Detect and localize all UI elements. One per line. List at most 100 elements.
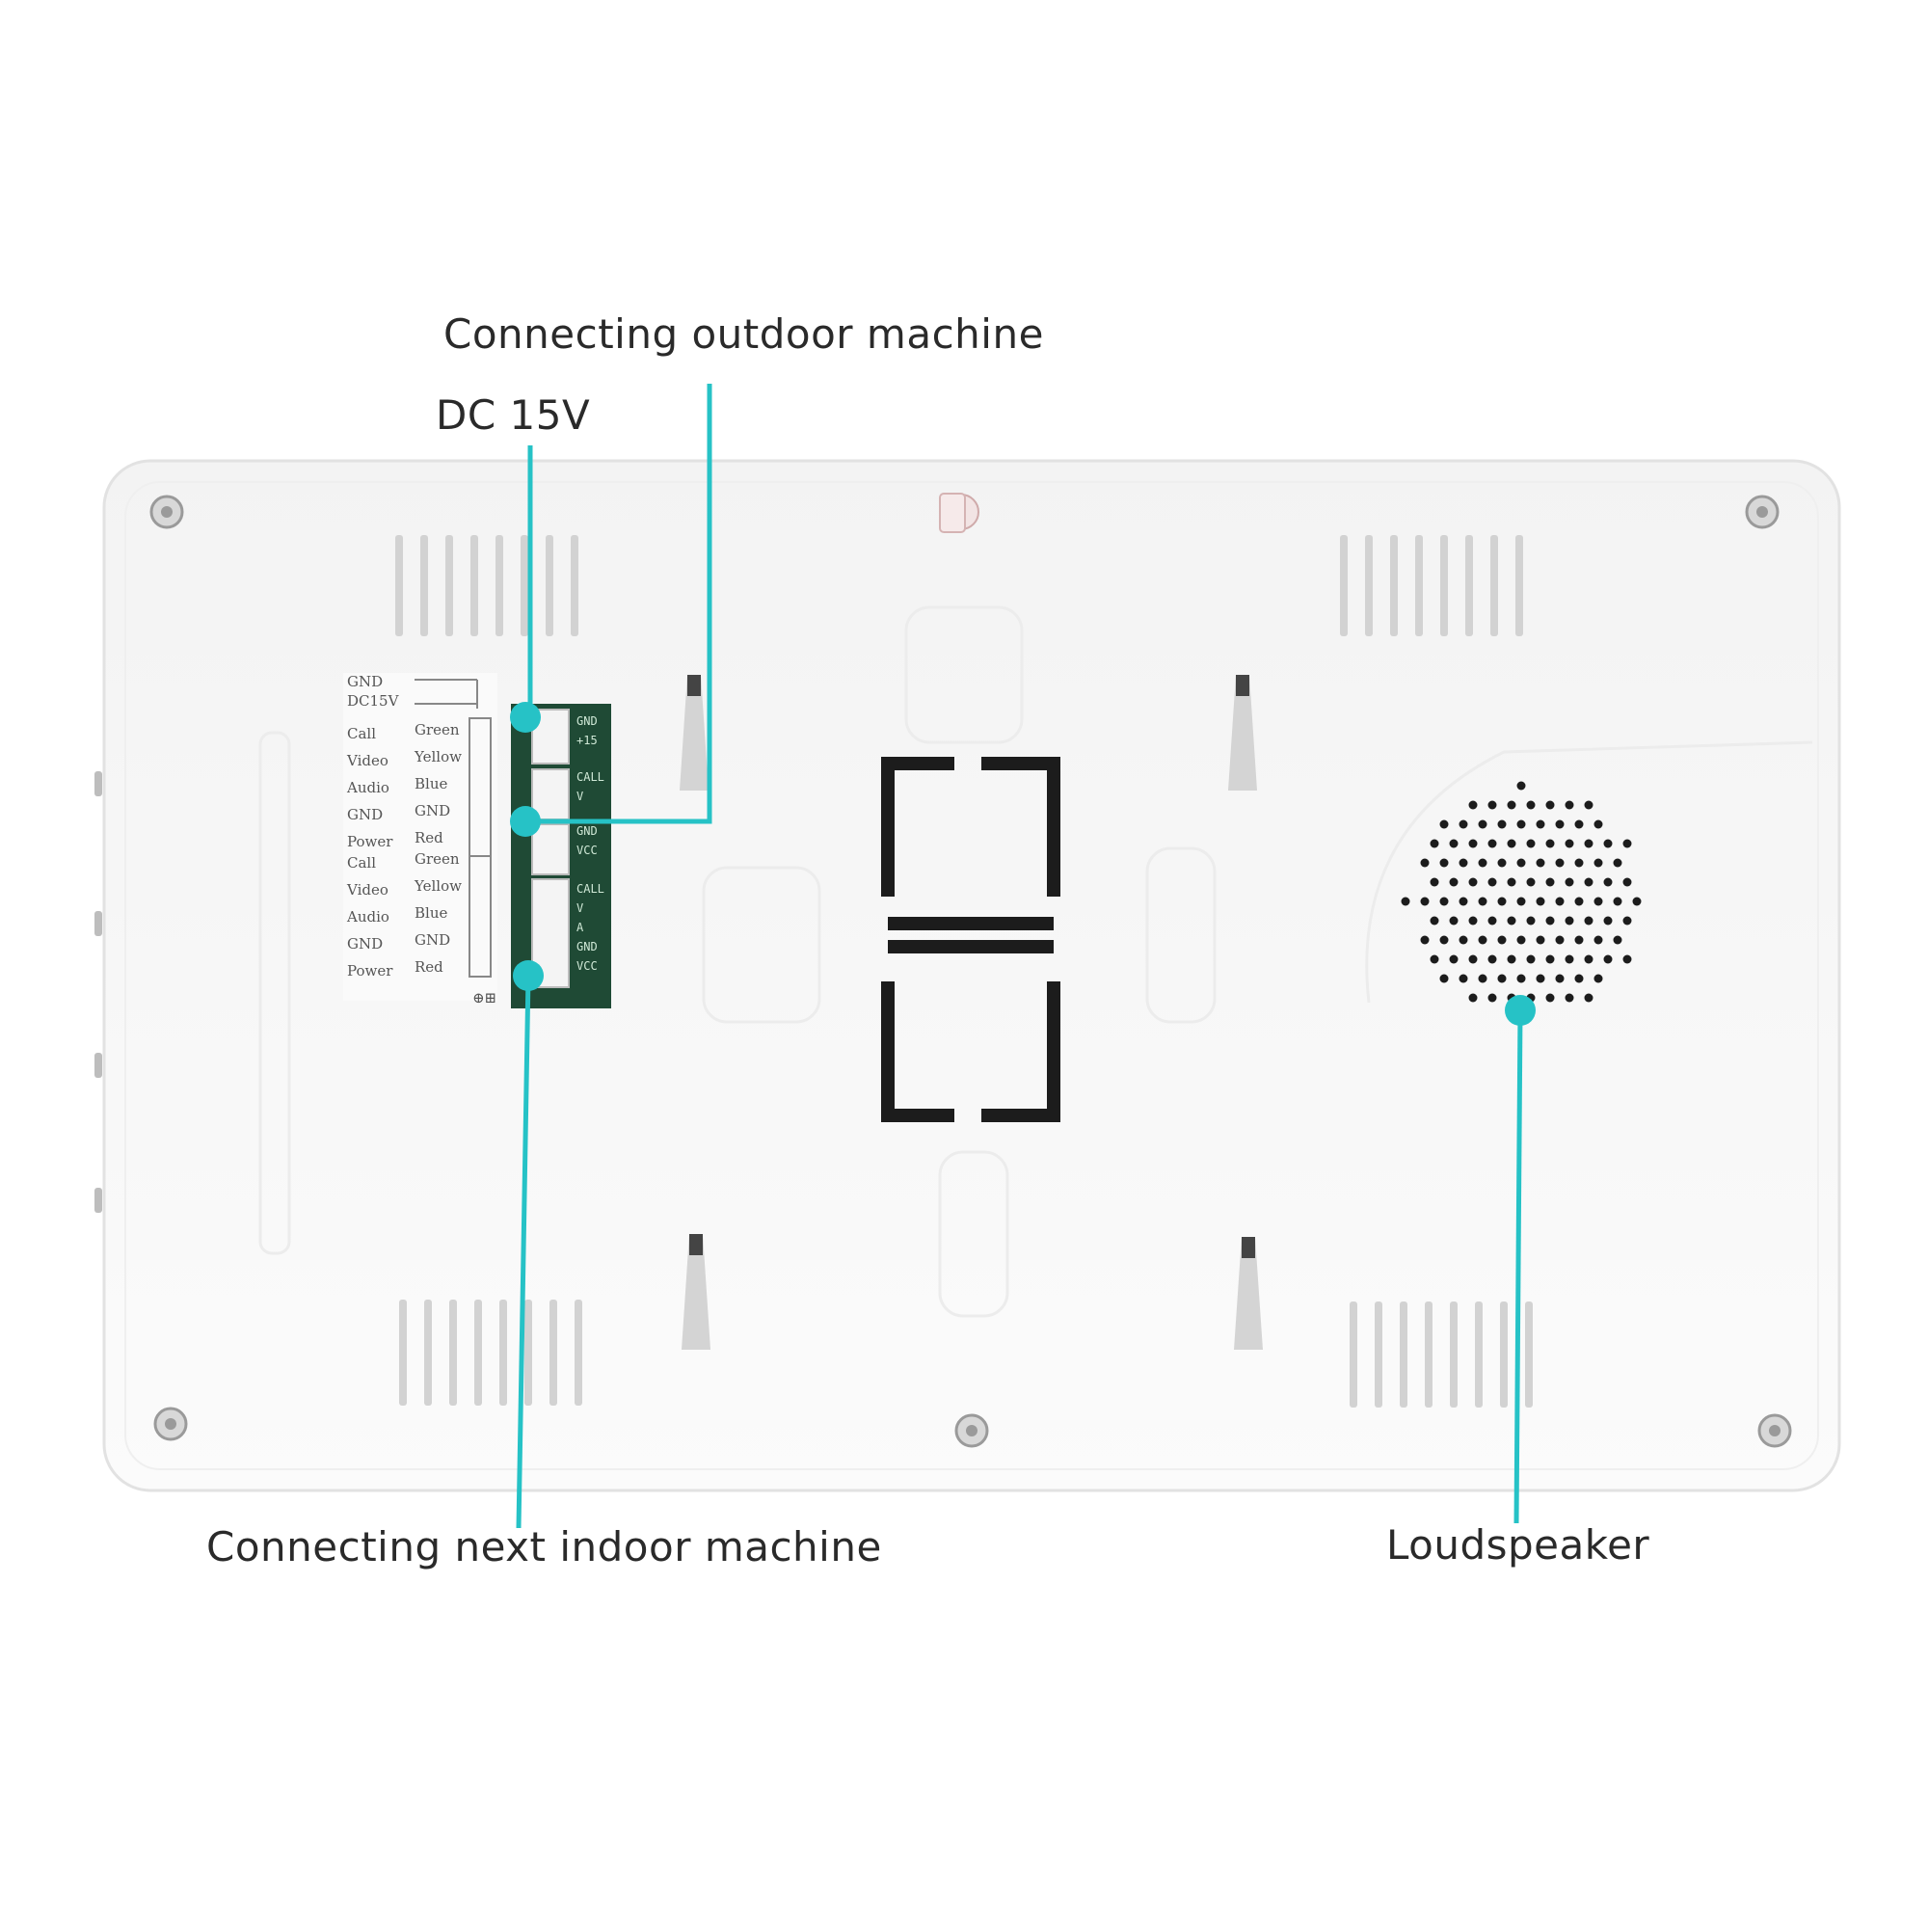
wiring-label-color: GND <box>415 931 450 949</box>
speaker-hole <box>1556 936 1565 945</box>
wiring-label-color: Yellow <box>414 748 462 765</box>
wiring-label-signal: Audio <box>346 779 389 796</box>
pcb-label: VCC <box>576 959 598 973</box>
speaker-hole <box>1575 859 1584 868</box>
speaker-hole <box>1517 820 1526 829</box>
pcb-label: CALL <box>576 770 604 784</box>
speaker-hole <box>1479 975 1487 983</box>
wiring-label-top: DC15V <box>347 692 400 710</box>
speaker-hole <box>1440 820 1449 829</box>
speaker-hole <box>1469 840 1478 848</box>
speaker-hole <box>1546 917 1555 926</box>
wiring-label-signal: GND <box>347 935 383 953</box>
speaker-hole <box>1508 801 1516 810</box>
speaker-hole <box>1431 917 1439 926</box>
speaker-hole <box>1537 859 1545 868</box>
wiring-label-color: Red <box>415 958 443 976</box>
speaker-hole <box>1566 955 1574 964</box>
speaker-hole <box>1585 840 1593 848</box>
speaker-hole <box>1431 840 1439 848</box>
speaker-hole <box>1594 936 1603 945</box>
speaker-hole <box>1498 859 1507 868</box>
speaker-hole <box>1575 898 1584 906</box>
speaker-hole <box>1508 840 1516 848</box>
speaker-hole <box>1508 878 1516 887</box>
wiring-label-signal: Power <box>347 833 393 850</box>
speaker-hole <box>1469 801 1478 810</box>
speaker-hole <box>1594 898 1603 906</box>
speaker-hole <box>1556 820 1565 829</box>
speaker-hole <box>1431 878 1439 887</box>
speaker-hole <box>1440 898 1449 906</box>
pcb-label: GND <box>576 824 598 838</box>
speaker-hole <box>1585 994 1593 1003</box>
speaker-hole <box>1537 975 1545 983</box>
pcb-label: VCC <box>576 844 598 857</box>
speaker-hole <box>1594 820 1603 829</box>
speaker-hole <box>1527 801 1536 810</box>
speaker-hole <box>1546 878 1555 887</box>
pcb-label: CALL <box>576 882 604 896</box>
speaker-hole <box>1459 820 1468 829</box>
speaker-hole <box>1633 898 1642 906</box>
speaker-hole <box>1594 859 1603 868</box>
side-buttons <box>94 771 102 1213</box>
speaker-hole <box>1585 878 1593 887</box>
wiring-label-color: Blue <box>415 775 447 792</box>
wiring-label-top: GND <box>347 673 383 690</box>
speaker-hole <box>1585 955 1593 964</box>
speaker-hole <box>1402 898 1410 906</box>
speaker-hole <box>1517 782 1526 791</box>
speaker-hole <box>1450 955 1459 964</box>
speaker-hole <box>1537 820 1545 829</box>
wiring-label-color: Green <box>415 850 460 868</box>
speaker-hole <box>1604 917 1613 926</box>
wiring-label-signal: Call <box>347 854 376 872</box>
pcb-label: +15 <box>576 734 598 747</box>
wiring-label-color: Blue <box>415 904 447 922</box>
speaker-hole <box>1488 955 1497 964</box>
speaker-hole <box>1614 898 1622 906</box>
pcb-label: GND <box>576 940 598 953</box>
wiring-label-signal: Video <box>346 752 388 769</box>
pcb-label: A <box>576 921 584 934</box>
speaker-hole <box>1546 801 1555 810</box>
speaker-hole <box>1614 936 1622 945</box>
pcb-label: V <box>576 901 583 915</box>
speaker-hole <box>1517 859 1526 868</box>
wiring-label-color: GND <box>415 802 450 819</box>
speaker-hole <box>1450 840 1459 848</box>
speaker-hole <box>1604 840 1613 848</box>
speaker-hole <box>1575 936 1584 945</box>
label-outdoor: Connecting outdoor machine <box>443 310 1044 358</box>
speaker-hole <box>1546 994 1555 1003</box>
speaker-hole <box>1537 898 1545 906</box>
label-dc: DC 15V <box>436 391 590 439</box>
speaker-hole <box>1556 898 1565 906</box>
speaker-hole <box>1527 917 1536 926</box>
speaker-hole <box>1527 840 1536 848</box>
speaker-hole <box>1488 994 1497 1003</box>
speaker-hole <box>1479 820 1487 829</box>
speaker-hole <box>1604 878 1613 887</box>
speaker-hole <box>1421 936 1430 945</box>
speaker-hole <box>1488 801 1497 810</box>
speaker-hole <box>1623 955 1632 964</box>
speaker-hole <box>1517 975 1526 983</box>
speaker-hole <box>1566 994 1574 1003</box>
speaker-hole <box>1459 859 1468 868</box>
wiring-label-signal: Call <box>347 725 376 742</box>
wiring-label-color: Yellow <box>414 877 462 895</box>
speaker-hole <box>1498 820 1507 829</box>
speaker-hole <box>1566 878 1574 887</box>
speaker-hole <box>1479 936 1487 945</box>
speaker-hole <box>1450 878 1459 887</box>
speaker-hole <box>1440 859 1449 868</box>
speaker-hole <box>1488 917 1497 926</box>
speaker-hole <box>1469 955 1478 964</box>
speaker-hole <box>1556 859 1565 868</box>
speaker-hole <box>1566 801 1574 810</box>
speaker-hole <box>1527 955 1536 964</box>
wiring-label-color: Red <box>415 829 443 846</box>
speaker-hole <box>1517 898 1526 906</box>
